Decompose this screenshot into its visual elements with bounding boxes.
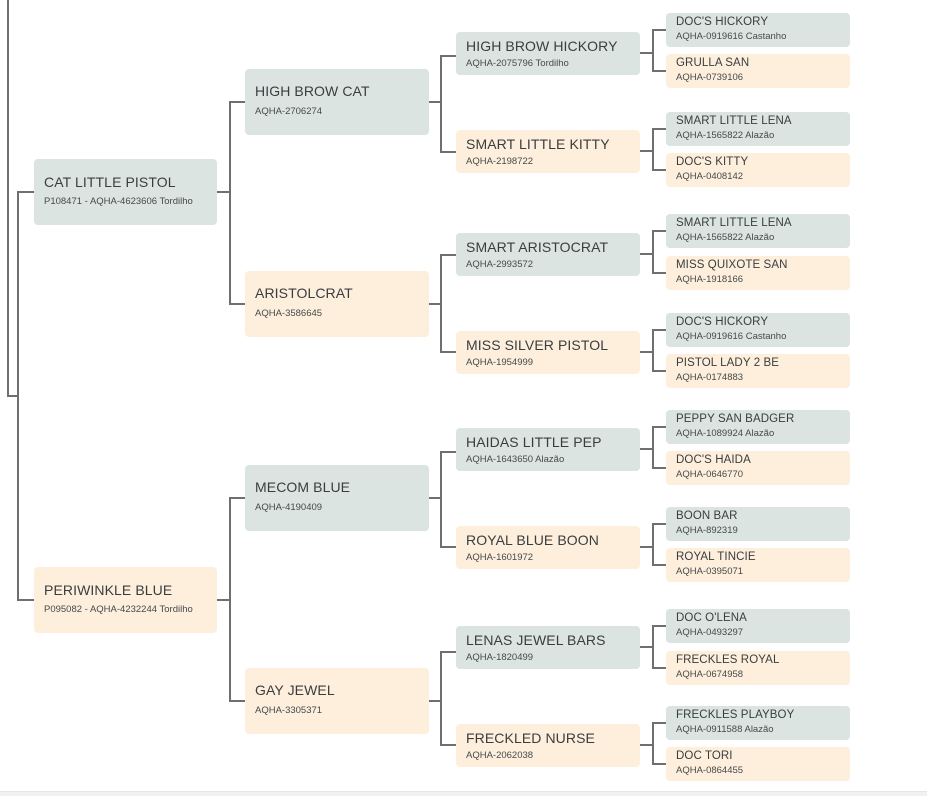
ancestor-node-gen4[interactable]: FRECKLES PLAYBOY AQHA-0911588 Alazão (666, 706, 850, 740)
horse-name: PERIWINKLE BLUE (44, 582, 173, 598)
horse-name: CAT LITTLE PISTOL (44, 174, 176, 190)
ancestor-node-gen3[interactable]: ROYAL BLUE BOON AQHA-1601972 (456, 526, 640, 569)
horse-registration: AQHA-2062038 (466, 750, 534, 761)
ancestor-node-gen4[interactable]: PEPPY SAN BADGER AQHA-1089924 Alazão (666, 410, 850, 444)
ancestor-node-gen4[interactable]: MISS QUIXOTE SAN AQHA-1918166 (666, 256, 850, 290)
ancestor-node-gen4[interactable]: DOC O'LENA AQHA-0493297 (666, 609, 850, 643)
horse-name: DOC'S HICKORY (676, 316, 769, 328)
horse-registration: AQHA-2706274 (255, 106, 323, 117)
horse-registration: AQHA-1918166 (676, 274, 744, 285)
horse-name: DOC'S HAIDA (676, 454, 751, 466)
horse-name: FRECKLED NURSE (466, 730, 595, 746)
ancestor-node-gen4[interactable]: GRULLA SAN AQHA-0739106 (666, 54, 850, 88)
horse-registration: AQHA-0911588 Alazão (676, 724, 774, 735)
horse-name: HAIDAS LITTLE PEP (466, 434, 602, 450)
horse-name: DOC'S KITTY (676, 156, 749, 168)
ancestor-node-gen3[interactable]: SMART ARISTOCRAT AQHA-2993572 (456, 233, 640, 276)
horse-registration: AQHA-0174883 (676, 372, 744, 383)
horse-name: GAY JEWEL (255, 682, 335, 698)
horse-name: DOC TORI (676, 750, 733, 762)
horse-registration: AQHA-0674958 (676, 669, 744, 680)
horse-name: HIGH BROW HICKORY (466, 38, 618, 54)
horse-name: MISS QUIXOTE SAN (676, 259, 788, 271)
horse-name: DOC'S HICKORY (676, 16, 769, 28)
horse-registration: AQHA-892319 (676, 525, 738, 536)
horse-registration: AQHA-0739106 (676, 72, 744, 83)
horse-registration: P095082 - AQHA-4232244 Tordilho (44, 604, 193, 615)
horse-registration: AQHA-1954999 (466, 357, 534, 368)
horse-registration: AQHA-1601972 (466, 552, 534, 563)
ancestor-node-gen4[interactable]: FRECKLES ROYAL AQHA-0674958 (666, 651, 850, 685)
ancestor-node-gen2[interactable]: HIGH BROW CAT AQHA-2706274 (245, 69, 429, 135)
horse-name: SMART LITTLE LENA (676, 217, 792, 229)
horse-name: SMART ARISTOCRAT (466, 239, 609, 255)
horse-name: ROYAL BLUE BOON (466, 532, 599, 548)
horse-name: ROYAL TINCIE (676, 551, 756, 563)
horse-registration: AQHA-0395071 (676, 566, 744, 577)
horse-registration: AQHA-0919616 Castanho (676, 31, 787, 42)
ancestor-node-gen3[interactable]: SMART LITTLE KITTY AQHA-2198722 (456, 130, 640, 173)
sire-node[interactable]: CAT LITTLE PISTOL P108471 - AQHA-4623606… (34, 159, 217, 225)
horse-name: MISS SILVER PISTOL (466, 337, 609, 353)
ancestor-node-gen3[interactable]: MISS SILVER PISTOL AQHA-1954999 (456, 331, 640, 374)
horse-registration: AQHA-3586645 (255, 308, 323, 319)
horse-registration: P108471 - AQHA-4623606 Tordilho (44, 196, 193, 207)
horse-name: BOON BAR (676, 510, 738, 522)
horse-name: ARISTOLCRAT (255, 285, 353, 301)
horse-registration: AQHA-2993572 (466, 259, 534, 270)
ancestor-node-gen3[interactable]: HAIDAS LITTLE PEP AQHA-1643650 Alazão (456, 428, 640, 471)
horse-registration: AQHA-1565822 Alazão (676, 232, 775, 243)
horse-name: SMART LITTLE KITTY (466, 136, 610, 152)
ancestor-node-gen4[interactable]: DOC'S KITTY AQHA-0408142 (666, 153, 850, 187)
horse-registration: AQHA-0646770 (676, 469, 744, 480)
horse-name: PEPPY SAN BADGER (676, 413, 795, 425)
ancestor-node-gen4[interactable]: DOC TORI AQHA-0864455 (666, 747, 850, 781)
horse-name: LENAS JEWEL BARS (466, 632, 606, 648)
horse-name: PISTOL LADY 2 BE (676, 357, 780, 369)
ancestor-node-gen3[interactable]: FRECKLED NURSE AQHA-2062038 (456, 724, 640, 767)
horse-registration: AQHA-0493297 (676, 627, 744, 638)
horse-name: SMART LITTLE LENA (676, 115, 792, 127)
ancestor-node-gen2[interactable]: MECOM BLUE AQHA-4190409 (245, 465, 429, 531)
horse-registration: AQHA-0408142 (676, 171, 744, 182)
ancestor-node-gen3[interactable]: LENAS JEWEL BARS AQHA-1820499 (456, 626, 640, 669)
horse-registration: AQHA-4190409 (255, 502, 323, 513)
ancestor-node-gen4[interactable]: SMART LITTLE LENA AQHA-1565822 Alazão (666, 112, 850, 146)
ancestor-node-gen4[interactable]: PISTOL LADY 2 BE AQHA-0174883 (666, 354, 850, 388)
ancestor-node-gen4[interactable]: SMART LITTLE LENA AQHA-1565822 Alazão (666, 214, 850, 248)
horse-name: GRULLA SAN (676, 57, 750, 69)
ancestor-node-gen3[interactable]: HIGH BROW HICKORY AQHA-2075796 Tordilho (456, 32, 640, 75)
horse-registration: AQHA-1089924 Alazão (676, 428, 775, 439)
ancestor-node-gen4[interactable]: BOON BAR AQHA-892319 (666, 507, 850, 541)
horse-name: MECOM BLUE (255, 479, 351, 495)
ancestor-node-gen4[interactable]: DOC'S HICKORY AQHA-0919616 Castanho (666, 313, 850, 347)
horse-name: DOC O'LENA (676, 612, 747, 624)
ancestor-node-gen4[interactable]: DOC'S HAIDA AQHA-0646770 (666, 451, 850, 485)
horse-registration: AQHA-2198722 (466, 156, 534, 167)
ancestor-node-gen4[interactable]: ROYAL TINCIE AQHA-0395071 (666, 548, 850, 582)
horse-registration: AQHA-2075796 Tordilho (466, 58, 569, 69)
ancestor-node-gen4[interactable]: DOC'S HICKORY AQHA-0919616 Castanho (666, 13, 850, 47)
horse-name: FRECKLES ROYAL (676, 654, 780, 666)
dam-node[interactable]: PERIWINKLE BLUE P095082 - AQHA-4232244 T… (34, 567, 217, 633)
ancestor-node-gen2[interactable]: GAY JEWEL AQHA-3305371 (245, 668, 429, 734)
horse-registration: AQHA-1820499 (466, 652, 534, 663)
ancestor-node-gen2[interactable]: ARISTOLCRAT AQHA-3586645 (245, 271, 429, 337)
horse-registration: AQHA-1565822 Alazão (676, 130, 775, 141)
horse-registration: AQHA-3305371 (255, 705, 323, 716)
horse-registration: AQHA-1643650 Alazão (466, 454, 565, 465)
horse-name: FRECKLES PLAYBOY (676, 709, 795, 721)
horse-name: HIGH BROW CAT (255, 83, 370, 99)
horse-registration: AQHA-0919616 Castanho (676, 331, 787, 342)
horizontal-scrollbar-track[interactable] (0, 791, 927, 796)
horse-registration: AQHA-0864455 (676, 765, 744, 776)
